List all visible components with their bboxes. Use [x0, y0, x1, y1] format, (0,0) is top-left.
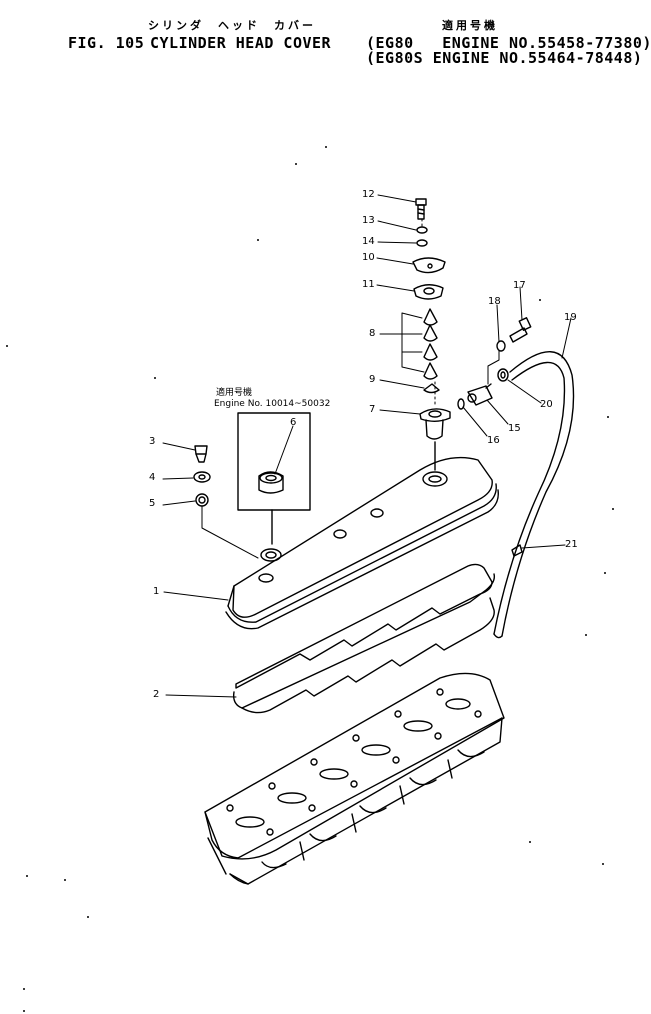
- breather-part-7: [419, 408, 451, 440]
- o-ring-part-16: [457, 398, 465, 410]
- callout-10: 10: [362, 252, 375, 263]
- nut-part-4: [193, 471, 211, 483]
- gasket-part-2: [232, 563, 496, 714]
- callout-17: 17: [513, 280, 526, 291]
- callout-15: 15: [508, 423, 521, 434]
- cap-part-10: [412, 257, 446, 274]
- japanese-title: シリンダ ヘッド カバー: [148, 19, 316, 32]
- cap-part-3: [194, 445, 208, 463]
- figure-number: FIG. 105: [68, 34, 145, 52]
- leader-lines: [162, 194, 572, 698]
- callout-19: 19: [564, 312, 577, 323]
- callout-12: 12: [362, 189, 375, 200]
- callout-18: 18: [488, 296, 501, 307]
- washer-part-14: [416, 239, 428, 247]
- callout-5: 5: [149, 498, 156, 509]
- callout-1: 1: [153, 586, 160, 597]
- callout-16: 16: [487, 435, 500, 446]
- engine-range-eg80: (EG80 ENGINE NO.55458-77380): [366, 34, 651, 52]
- callout-3: 3: [149, 436, 156, 447]
- bolt-part-17: [509, 317, 532, 343]
- cylinder-head-reference: [204, 672, 505, 885]
- callout-14: 14: [362, 236, 375, 247]
- clip-part-21: [511, 544, 523, 557]
- clamp-part-20: [497, 368, 509, 382]
- callout-2: 2: [153, 689, 160, 700]
- seal-part-5: [195, 493, 209, 507]
- inset-engine-range: Engine No. 10014~50032: [214, 399, 331, 409]
- washer-part-18: [496, 340, 506, 352]
- bolt-part-12: [415, 198, 427, 220]
- cones-part-8: [423, 308, 438, 380]
- washer-part-13: [416, 226, 428, 234]
- japanese-applicable-label: 適用号機: [442, 19, 498, 32]
- inset-japanese-label: 適用号機: [216, 388, 253, 398]
- elbow-fitting-part-15: [467, 383, 493, 406]
- callout-6: 6: [290, 417, 297, 428]
- page-title: CYLINDER HEAD COVER: [150, 34, 332, 52]
- callout-21: 21: [565, 539, 578, 550]
- scan-specks: [6, 146, 614, 1012]
- callout-8: 8: [369, 328, 376, 339]
- plate-part-11: [413, 284, 444, 300]
- callout-9: 9: [369, 374, 376, 385]
- seal-part-9: [423, 383, 440, 394]
- callout-7: 7: [369, 404, 376, 415]
- callout-11: 11: [362, 279, 375, 290]
- breather-hose-part-19: [493, 351, 575, 639]
- head-cover-part-1: [225, 441, 499, 630]
- inset-box: [237, 412, 311, 545]
- engine-range-eg80s: (EG80S ENGINE NO.55464-78448): [366, 49, 643, 67]
- callout-20: 20: [540, 399, 553, 410]
- callout-4: 4: [149, 472, 156, 483]
- callout-13: 13: [362, 215, 375, 226]
